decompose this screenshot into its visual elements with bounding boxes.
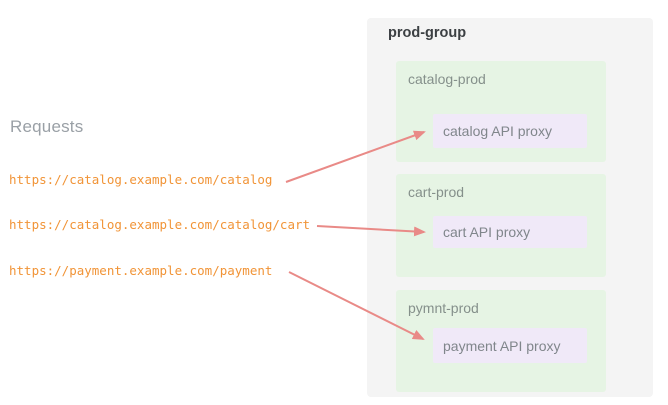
requests-heading: Requests	[10, 117, 84, 136]
proxy-label-cart: cart API proxy	[443, 224, 531, 240]
env-label-catalog-prod: catalog-prod	[408, 71, 486, 87]
env-box-cart-prod: cart-prod cart API proxy	[396, 174, 606, 277]
proxy-label-payment: payment API proxy	[443, 337, 561, 354]
prod-group-box: prod-group catalog-prod catalog API prox…	[367, 18, 653, 397]
prod-group-title: prod-group	[388, 25, 467, 41]
env-label-pymnt-prod: pymnt-prod	[408, 300, 479, 316]
request-url-catalog: https://catalog.example.com/catalog	[9, 172, 273, 187]
env-box-catalog-prod: catalog-prod catalog API proxy	[396, 61, 606, 162]
request-url-catalog-cart: https://catalog.example.com/catalog/cart	[9, 217, 311, 232]
env-box-pymnt-prod: pymnt-prod payment API proxy	[396, 290, 606, 392]
proxy-box-payment: payment API proxy	[433, 328, 587, 363]
request-url-payment: https://payment.example.com/payment	[9, 263, 273, 278]
proxy-label-catalog: catalog API proxy	[443, 123, 552, 139]
env-label-cart-prod: cart-prod	[408, 184, 465, 200]
proxy-box-catalog: catalog API proxy	[433, 114, 587, 148]
proxy-box-cart: cart API proxy	[433, 216, 587, 248]
